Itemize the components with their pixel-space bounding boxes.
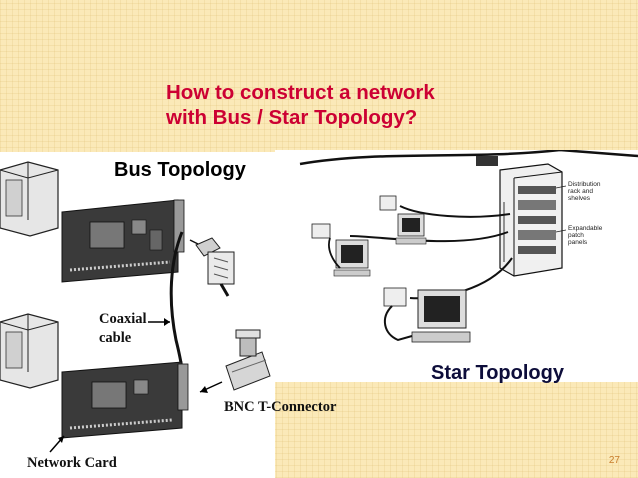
legend-patch-1: Expandable — [568, 225, 603, 232]
coaxial-cable-label: Coaxial cable — [99, 310, 147, 348]
top-computer-icon — [0, 161, 59, 237]
star-backbone-cable — [299, 150, 638, 166]
workstation-3-icon — [383, 287, 471, 343]
bottom-computer-icon — [0, 313, 59, 389]
legend-distribution-3: shelves — [568, 195, 591, 202]
workstation-1-icon — [379, 195, 427, 245]
legend-distribution-2: rack and — [568, 188, 593, 195]
backbone-connector-icon — [476, 156, 498, 166]
star-topology-heading: Star Topology — [431, 362, 564, 384]
bnc-plug-icon — [195, 237, 235, 297]
legend-patch-2: patch — [568, 232, 584, 239]
diagram-panel: Distribution rack and shelves Expandable… — [0, 150, 638, 478]
distribution-rack-icon — [499, 163, 563, 277]
bnc-connector-label: BNC T-Connector — [224, 399, 337, 415]
page-number: 27 — [608, 455, 620, 466]
slide-title: How to construct a network with Bus / St… — [166, 80, 526, 130]
network-card-label: Network Card — [27, 455, 117, 471]
workstation-2-icon — [311, 223, 371, 277]
legend-distribution-1: Distribution — [568, 181, 601, 188]
coaxial-label-line-1: Coaxial — [99, 311, 147, 327]
coaxial-label-line-2: cable — [99, 330, 132, 346]
topology-illustration: Distribution rack and shelves Expandable… — [0, 150, 638, 478]
bnc-t-connector-icon — [225, 329, 271, 391]
title-line-2: with Bus / Star Topology? — [166, 106, 418, 129]
bus-topology-heading: Bus Topology — [114, 159, 246, 181]
title-line-1: How to construct a network — [166, 81, 435, 104]
star-photo-area — [275, 150, 638, 382]
legend-patch-3: panels — [568, 239, 588, 246]
bottom-network-card-icon — [61, 361, 189, 439]
top-network-card-icon — [61, 199, 185, 283]
